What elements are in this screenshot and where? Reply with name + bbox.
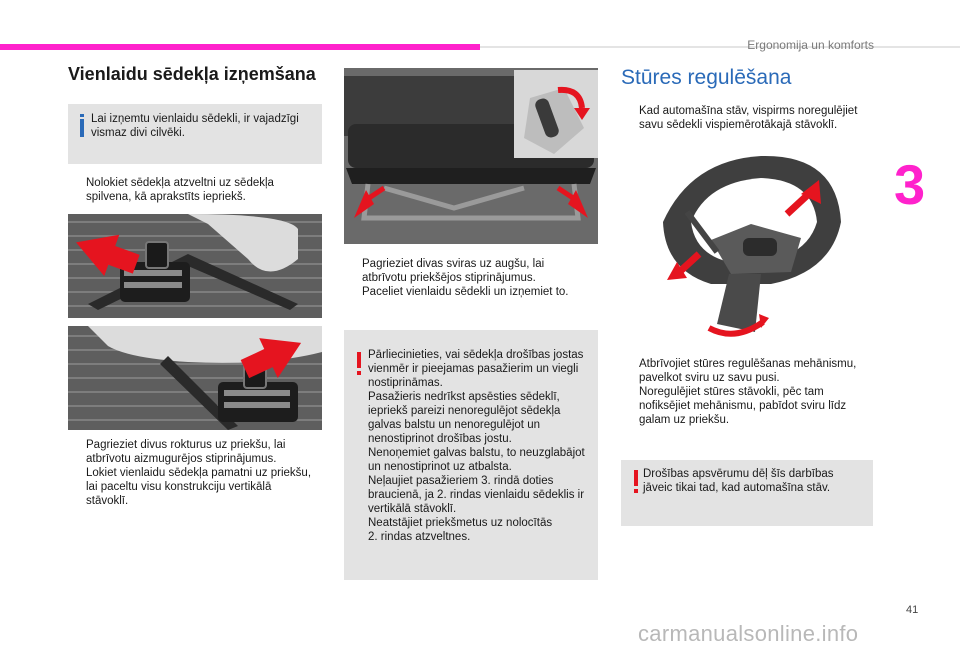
step-line: lai paceltu visu konstrukciju vertikālā — [86, 481, 272, 493]
seat-latch-image-1 — [68, 214, 322, 318]
seat-latch-image-2 — [68, 326, 322, 430]
instruction-step: Nolokiet sēdekļa atzveltni uz sēdekļa sp… — [68, 176, 328, 204]
section-title-steering: Stūres regulēšana — [621, 66, 792, 89]
warning-line: Neatstājiet priekšmetus uz nolocītās — [368, 517, 553, 529]
section-title-seat-removal: Vienlaidu sēdekļa izņemšana — [68, 64, 316, 84]
warning-icon — [357, 352, 361, 375]
step-line: Kad automašīna stāv, vispirms noregulēji… — [639, 105, 858, 117]
warning-line: nostiprināmas. — [368, 377, 443, 389]
header-rule — [480, 46, 960, 48]
warning-line: vertikālā stāvoklī. — [368, 503, 457, 515]
instruction-step: Pagrieziet divus rokturus uz priekšu, la… — [68, 438, 330, 508]
step-line: Pagrieziet divus rokturus uz priekšu, la… — [86, 439, 286, 451]
warning-line: galvas balstu un nenoregulējot un — [368, 419, 540, 431]
warning-icon — [634, 470, 638, 493]
warning-line: Pārliecinieties, vai sēdekļa drošības jo… — [368, 349, 584, 361]
step-line: atbrīvotu priekšējos stiprinājumus. — [362, 272, 536, 284]
step-line: pavelkot sviru uz savu pusi. — [639, 372, 780, 384]
instruction-step: Atbrīvojiet stūres regulēšanas mehānismu… — [621, 357, 883, 427]
warning-line: vienmēr ir pieejamas pasažierim un viegl… — [368, 363, 579, 375]
warning-line: 2. rindas atzveltnes. — [368, 531, 471, 543]
watermark: carmanualsonline.info — [638, 621, 859, 646]
section-header: Ergonomija un komforts — [747, 38, 874, 52]
step-line: savu sēdekli vispiemērotākajā stāvoklī. — [639, 119, 838, 131]
step-line: Atbrīvojiet stūres regulēšanas mehānismu… — [639, 358, 857, 370]
header-accent-bar — [0, 44, 480, 50]
warning-line: Neļaujiet pasažieriem 3. rindā doties — [368, 475, 554, 487]
instruction-step: Kad automašīna stāv, vispirms noregulēji… — [621, 104, 883, 132]
info-box: Lai izņemtu vienlaidu sēdekli, ir vajadz… — [68, 104, 322, 164]
warning-box-steering: Drošības apsvērumu dēļ šīs darbības jāve… — [621, 460, 873, 526]
warning-line: un nenostiprinot uz atbalsta. — [368, 461, 512, 473]
info-icon — [80, 114, 84, 137]
step-line: Paceliet vienlaidu sēdekli un izņemiet t… — [362, 286, 569, 298]
warning-line: Drošības apsvērumu dēļ šīs darbības — [643, 468, 834, 480]
step-line: spilvena, kā aprakstīts iepriekš. — [86, 191, 246, 203]
warning-line: Nenoņemiet galvas balstu, to neuzglabājo… — [368, 447, 585, 459]
info-line: Lai izņemtu vienlaidu sēdekli, ir vajadz… — [91, 113, 299, 125]
step-line: Nolokiet sēdekļa atzveltni uz sēdekļa — [86, 177, 274, 189]
instruction-step: Pagrieziet divas sviras uz augšu, lai at… — [344, 257, 606, 299]
step-line: Noregulējiet stūres stāvokli, pēc tam — [639, 386, 824, 398]
warning-line: braucienā, ja 2. rindas vienlaidu sēdekl… — [368, 489, 585, 501]
step-line: Lokiet vienlaidu sēdekļa pamatni uz prie… — [86, 467, 312, 479]
step-line: atbrīvotu aizmugurējos stiprinājumus. — [86, 453, 277, 465]
step-line: Pagrieziet divas sviras uz augšu, lai — [362, 258, 545, 270]
info-line: vismaz divi cilvēki. — [91, 127, 185, 139]
warning-line: nenostiprinot drošības jostu. — [368, 433, 512, 445]
bench-seat-image — [344, 68, 598, 244]
step-line: stāvoklī. — [86, 495, 129, 507]
warning-line: iepriekš pareizi nenoregulējot sēdekļa — [368, 405, 561, 417]
step-line: galam uz priekšu. — [639, 414, 730, 426]
warning-box-seat: Pārliecinieties, vai sēdekļa drošības jo… — [344, 330, 598, 580]
warning-line: Pasažieris nedrīkst apsēsties sēdeklī, — [368, 391, 560, 403]
warning-text: Pārliecinieties, vai sēdekļa drošības jo… — [368, 348, 585, 544]
page-number: 41 — [906, 604, 919, 616]
steering-wheel-image — [651, 152, 845, 340]
warning-line: jāveic tikai tad, kad automašīna stāv. — [643, 482, 831, 494]
chapter-number: 3 — [894, 153, 926, 216]
step-line: nofiksējiet mehānismu, pabīdot sviru līd… — [639, 400, 847, 412]
